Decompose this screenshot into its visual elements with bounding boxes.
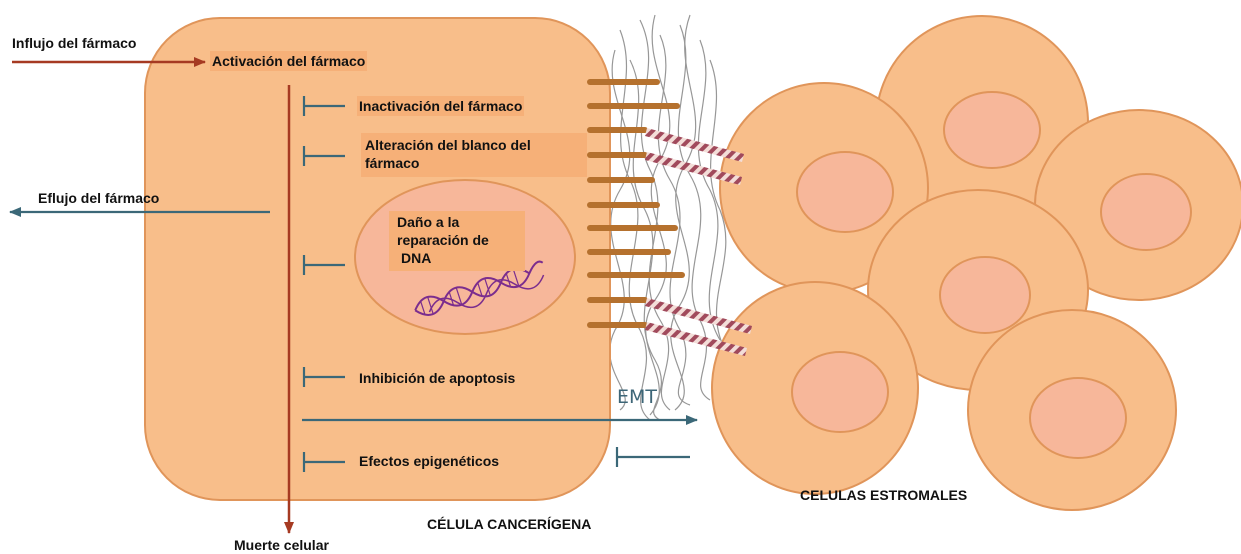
stromal-cells (712, 16, 1241, 510)
stromal-cells-label: CELULAS ESTROMALES (800, 486, 967, 504)
target-alteration-label-line2: fármaco (365, 154, 419, 172)
epigenetic-label: Efectos epigenéticos (359, 452, 499, 470)
emt-label: EMT (617, 386, 657, 408)
apoptosis-label: Inhibición de apoptosis (359, 369, 515, 387)
dna-repair-label-line3: DNA (401, 249, 431, 267)
inhibition-bar-stroma (617, 447, 690, 467)
dna-repair-label-line2: reparación de (397, 231, 489, 249)
stromal-cell (712, 282, 918, 494)
influx-label: Influjo del fármaco (12, 34, 136, 52)
activation-label: Activación del fármaco (210, 51, 367, 71)
dna-repair-label-bg: Daño a la reparación de DNA (389, 211, 525, 271)
cell-death-label: Muerte celular (234, 536, 329, 554)
cancer-cell-label: CÉLULA CANCERÍGENA (427, 515, 591, 533)
stromal-cell (968, 310, 1176, 510)
target-alteration-label-bg: Alteración del blanco del fármaco (361, 133, 587, 177)
efflux-label: Eflujo del fármaco (38, 189, 159, 207)
dna-repair-label-line1: Daño a la (397, 213, 459, 231)
extracellular-fibers (610, 15, 726, 420)
inactivation-label: Inactivación del fármaco (357, 96, 524, 116)
target-alteration-label-line1: Alteración del blanco del (365, 136, 531, 154)
